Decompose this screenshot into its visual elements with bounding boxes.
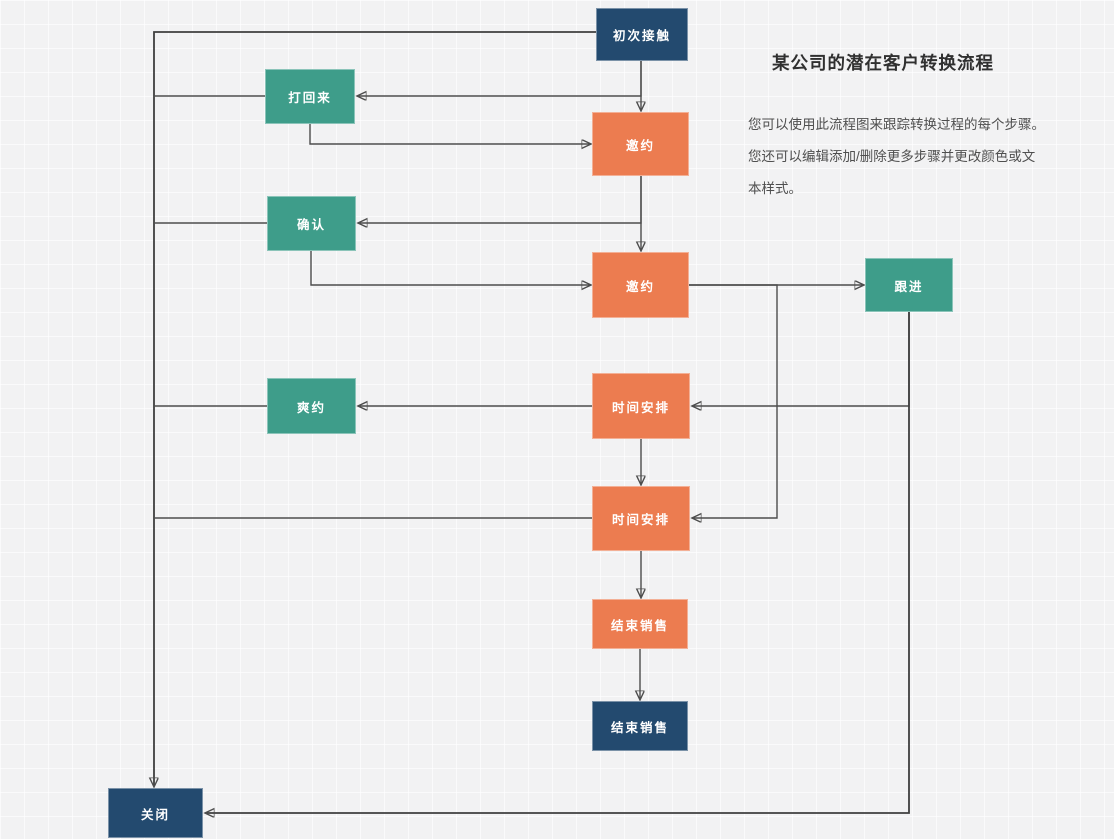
diagram-description-line: 您可以使用此流程图来跟踪转换过程的每个步骤。 bbox=[748, 117, 1045, 132]
node-end-sale-2[interactable]: 结束销售 bbox=[592, 701, 688, 751]
edge-follow-up-closed bbox=[206, 312, 910, 813]
edge-follow-up-schedule-1 bbox=[693, 312, 910, 406]
edge-first-contact-call-back bbox=[358, 61, 642, 96]
node-label: 结束销售 bbox=[610, 618, 669, 633]
node-schedule-1[interactable]: 时间安排 bbox=[592, 373, 690, 439]
node-no-show[interactable]: 爽约 bbox=[267, 378, 356, 434]
edge-call-back-invite-1 bbox=[309, 124, 590, 144]
diagram-description-line: 您还可以编辑添加/删除更多步骤并更改颜色或文 bbox=[748, 149, 1036, 164]
node-label: 初次接触 bbox=[612, 29, 671, 43]
node-label: 邀约 bbox=[625, 279, 655, 294]
diagram-title: 某公司的潜在客户转换流程 bbox=[772, 53, 994, 73]
node-follow-up[interactable]: 跟进 bbox=[865, 258, 953, 312]
edge-confirm-invite-2 bbox=[310, 251, 590, 285]
node-label: 结束销售 bbox=[610, 720, 669, 735]
node-label: 爽约 bbox=[296, 400, 326, 415]
edge-first-contact-closed bbox=[154, 31, 596, 786]
edge-invite-1-confirm bbox=[359, 176, 642, 223]
node-invite-1[interactable]: 邀约 bbox=[592, 112, 689, 176]
node-label: 跟进 bbox=[894, 279, 924, 294]
node-label: 关闭 bbox=[140, 807, 170, 822]
node-label: 邀约 bbox=[625, 138, 655, 153]
edge-invite-2-schedule-2 bbox=[689, 284, 778, 518]
diagram-description: 您可以使用此流程图来跟踪转换过程的每个步骤。 您还可以编辑添加/删除更多步骤并更… bbox=[748, 109, 1045, 205]
node-first-contact[interactable]: 初次接触 bbox=[596, 8, 688, 61]
diagram-description-line: 本样式。 bbox=[748, 181, 802, 196]
node-call-back[interactable]: 打回来 bbox=[265, 69, 355, 124]
node-closed[interactable]: 关闭 bbox=[108, 788, 203, 838]
node-label: 时间安排 bbox=[611, 513, 670, 527]
node-label: 时间安排 bbox=[611, 400, 670, 415]
node-confirm[interactable]: 确认 bbox=[267, 196, 356, 251]
node-label: 打回来 bbox=[288, 91, 332, 105]
node-label: 确认 bbox=[296, 218, 326, 232]
node-invite-2[interactable]: 邀约 bbox=[592, 252, 689, 318]
node-end-sale-1[interactable]: 结束销售 bbox=[592, 599, 688, 649]
node-schedule-2[interactable]: 时间安排 bbox=[592, 486, 690, 551]
